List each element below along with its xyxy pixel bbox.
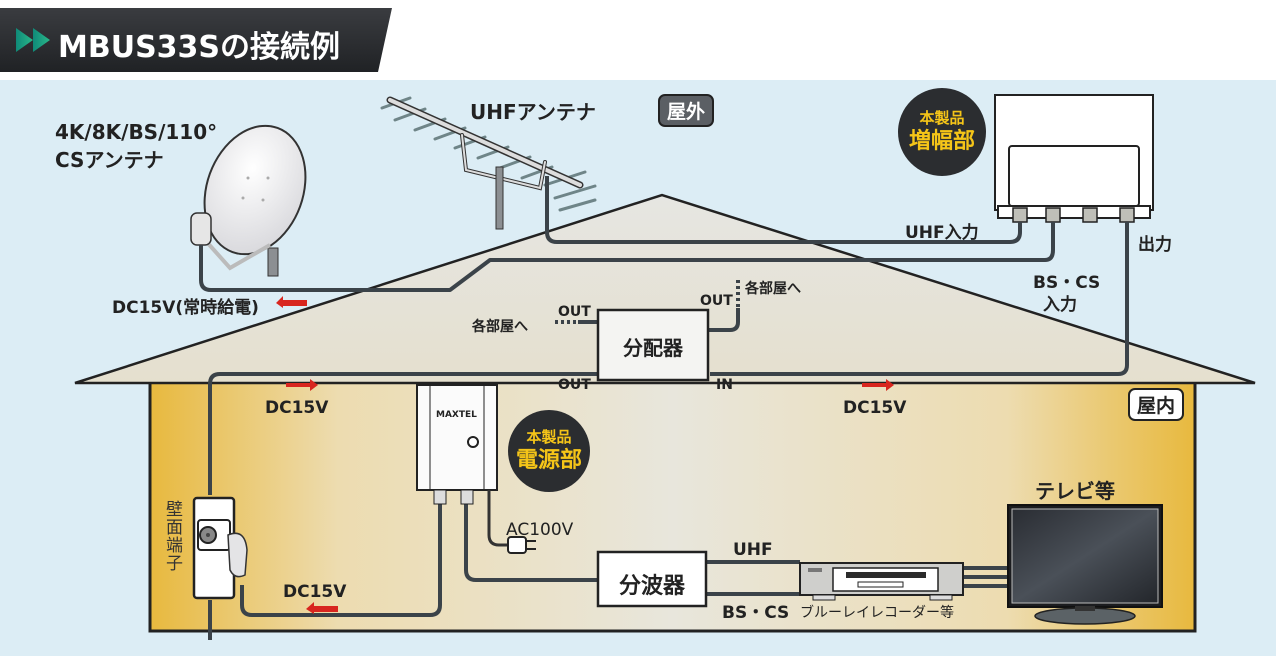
power-supply-unit — [416, 384, 536, 554]
amplifier-badge-line2: 増幅部 — [908, 129, 975, 154]
separator-uhf-label: UHF — [733, 540, 773, 560]
dc15v-constant-feed-label: DC15V(常時給電) — [112, 298, 259, 318]
ac100v-label: AC100V — [506, 520, 574, 540]
satellite-dish-antenna — [190, 124, 307, 277]
uhf-antenna-label: UHFアンテナ — [470, 100, 596, 124]
recorder-label: ブルーレイレコーダー等 — [800, 605, 954, 621]
television — [1007, 504, 1163, 625]
uhf-input-label: UHF入力 — [905, 223, 979, 243]
satellite-antenna-label-line2: CSアンテナ — [55, 148, 164, 172]
amplifier-badge: 本製品 増幅部 — [898, 88, 986, 176]
uhf-antenna — [380, 96, 597, 230]
distributor-out-bottom-label: OUT — [558, 377, 591, 393]
distributor-out-top-label: OUT — [700, 293, 733, 309]
arrow-left-satellite — [276, 296, 307, 308]
indoor-zone-tag: 屋内 — [1128, 388, 1185, 421]
to-rooms-dotted — [555, 280, 740, 324]
tv-label: テレビ等 — [1035, 479, 1115, 503]
arrow-right-left — [286, 379, 318, 391]
to-rooms-right-label: 各部屋へ — [745, 281, 801, 297]
bscs-input-label-line2: 入力 — [1043, 295, 1077, 315]
dc15v-bottom-label: DC15V — [283, 582, 347, 602]
amplifier-badge-line1: 本製品 — [919, 109, 965, 127]
distributor-in-label: IN — [716, 377, 733, 393]
power-badge-line2: 電源部 — [515, 448, 582, 473]
satellite-antenna-label-line1: 4K/8K/BS/110° — [55, 120, 218, 144]
outdoor-zone-tag: 屋外 — [658, 94, 715, 127]
coax-cables — [199, 176, 1129, 640]
header-bar — [0, 8, 392, 72]
dc15v-right-label: DC15V — [843, 398, 907, 418]
distributor-out-left-label: OUT — [558, 304, 591, 320]
connection-diagram: 屋外 屋内 4K/8K/BS/110° CSアンテナ UHFアンテナ 本製品 増… — [0, 80, 1276, 656]
output-label: 出力 — [1138, 235, 1172, 255]
separator-box — [596, 550, 708, 608]
power-badge-line1: 本製品 — [526, 428, 572, 446]
to-rooms-left-label: 各部屋へ — [472, 319, 528, 335]
amplifier-unit — [994, 94, 1154, 223]
arrow-left-bottom — [306, 602, 338, 614]
dc-direction-arrows — [276, 296, 894, 614]
section-header: MBUS33Sの接続例 — [0, 8, 392, 72]
wall-outlet — [192, 496, 248, 600]
bluray-recorder — [799, 562, 964, 601]
maxtel-brand-label: MAXTEL — [436, 410, 477, 420]
distributor-box — [596, 308, 710, 382]
arrow-right-right — [862, 379, 894, 391]
power-unit-badge: 本製品 電源部 — [508, 410, 590, 492]
dc15v-left-label: DC15V — [265, 398, 329, 418]
double-play-arrow-icon — [16, 28, 50, 52]
separator-label: 分波器 — [618, 574, 685, 599]
page-title: MBUS33Sの接続例 — [58, 30, 341, 65]
distributor-label: 分配器 — [623, 336, 683, 360]
separator-bscs-label: BS・CS — [722, 603, 790, 623]
bscs-input-label-line1: BS・CS — [1033, 273, 1101, 293]
wall-outlet-label: 壁面端子 — [162, 500, 182, 572]
